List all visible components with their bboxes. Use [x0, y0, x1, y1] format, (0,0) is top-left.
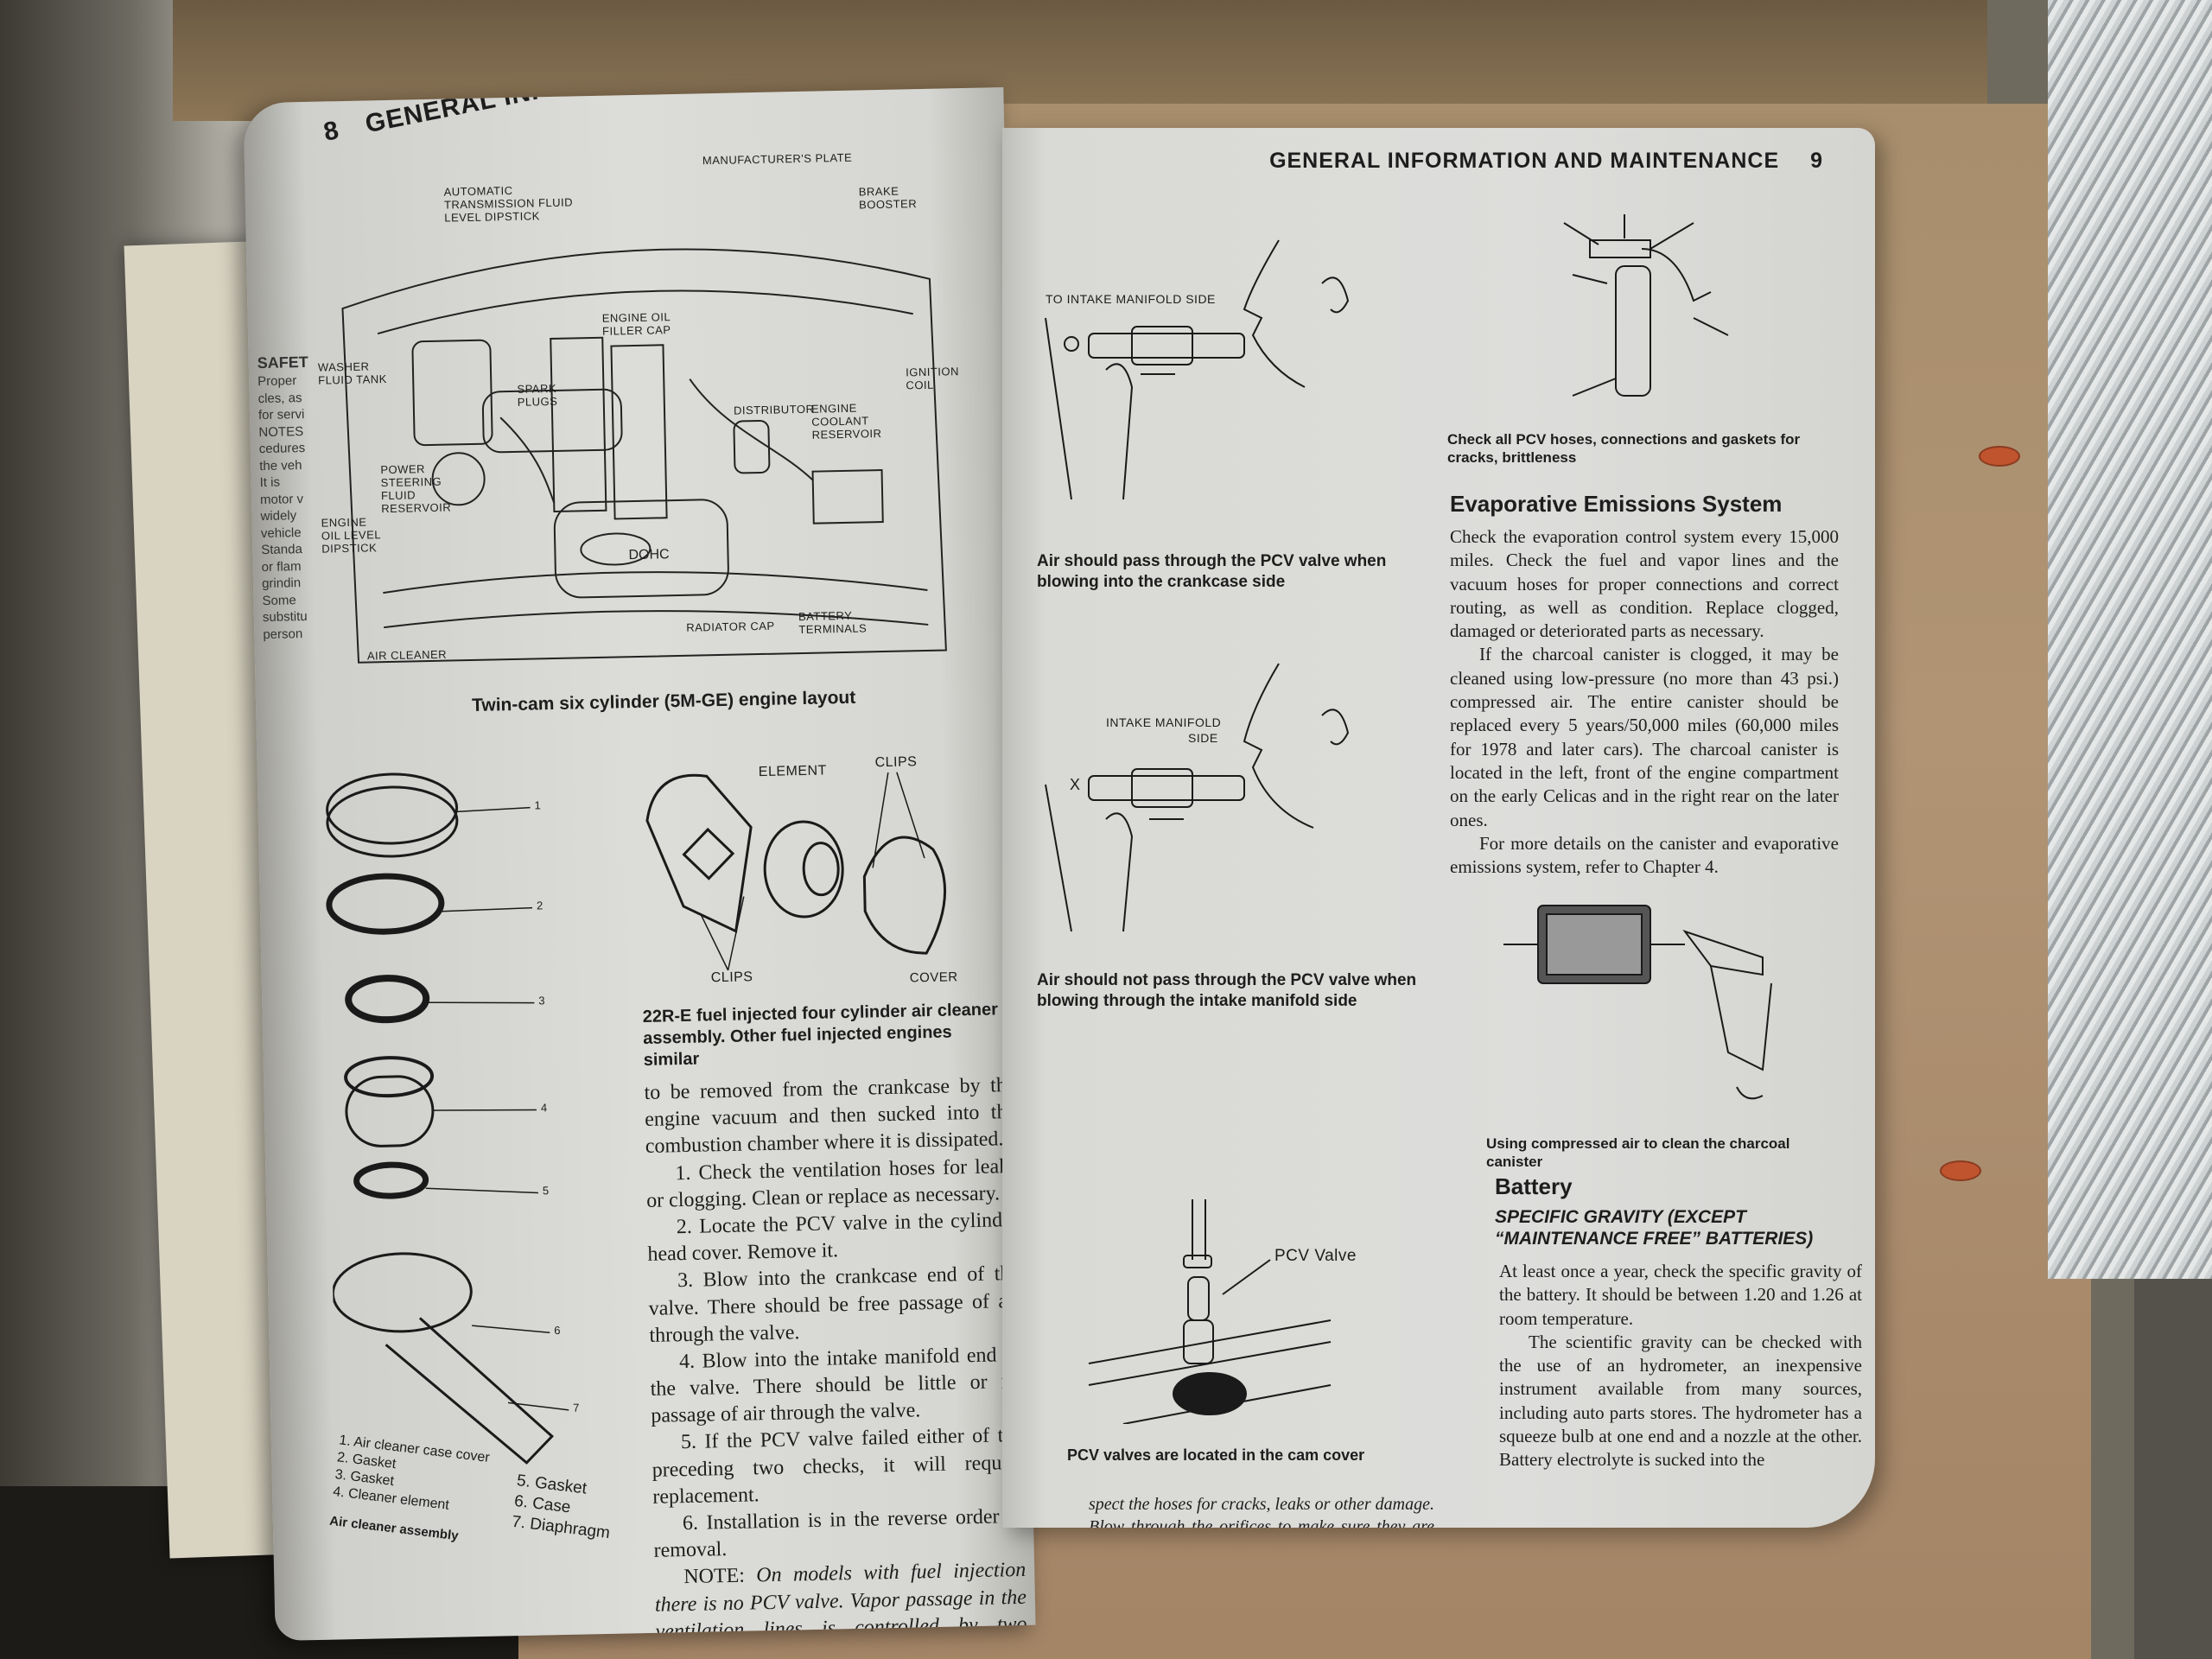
background-dark-corner [2134, 1279, 2212, 1659]
label-power-steering-reservoir: POWER STEERING FLUID RESERVOIR [380, 462, 452, 516]
callout-2: 2 [536, 899, 543, 912]
label-battery-terminals: BATTERY TERMINALS [798, 608, 868, 637]
engine-drawing: DOHC [341, 248, 947, 664]
battery-section-body: At least once a year, check the specific… [1499, 1261, 1862, 1471]
header-title: GENERAL INFORMATION AND MAINTENANCE [1269, 149, 1780, 173]
battery-subsection-title: SPECIFIC GRAVITY (EXCEPT “MAINTENANCE FR… [1495, 1207, 1814, 1249]
pcv-hoses-caption: Check all PCV hoses, connections and gas… [1447, 431, 1801, 467]
callout-5: 5 [542, 1184, 550, 1198]
22re-air-cleaner-drawing [645, 772, 947, 971]
face-blowing-intake-drawing [1045, 663, 1350, 932]
pcv-intake-caption: Air should not pass through the PCV valv… [1037, 971, 1417, 1010]
label-clips-bottom: CLIPS [710, 969, 753, 986]
label-washer-fluid-tank: WASHER FLUID TANK [317, 359, 387, 387]
wood-knot [1940, 1160, 1981, 1181]
air-cleaner-drawing [326, 772, 569, 1465]
label-engine-oil-dipstick: ENGINE OIL LEVEL DIPSTICK [321, 515, 381, 556]
pcv-valve-cam-cover-drawing [1088, 1199, 1332, 1425]
note-label: NOTE: [683, 1565, 746, 1589]
inspect-paragraph: spect the hoses for cracks, leaks or oth… [1089, 1495, 1434, 1528]
22re-figure-caption: 22R-E fuel injected four cylinder air cl… [642, 1000, 999, 1070]
label-to-intake-manifold-side: TO INTAKE MANIFOLD SIDE [1046, 292, 1216, 306]
label-engine-oil-filler-cap: ENGINE OIL FILLER CAP [601, 310, 671, 338]
label-element: ELEMENT [758, 763, 828, 780]
label-ignition-coil: IGNITION COIL [905, 365, 960, 392]
wood-knot [1979, 446, 2020, 467]
page-number: 8 [321, 116, 342, 147]
engine-layout-figure: DOHC MANUFACTURER'S PLATE AUTOMATIC TRAN… [318, 151, 964, 680]
x-mark: X [1070, 776, 1081, 793]
cam-cover-caption: PCV valves are located in the cam cover [1067, 1446, 1365, 1464]
pcv-intake-blow-figure: INTAKE MANIFOLD SIDE X [1037, 646, 1434, 940]
label-air-cleaner: AIR CLEANER [366, 647, 448, 663]
left-page-body-text: to be removed from the crankcase by the … [644, 1072, 1028, 1641]
callout-3: 3 [538, 994, 546, 1007]
label-distributor: DISTRIBUTOR [733, 402, 815, 417]
canister-caption: Using compressed air to clean the charco… [1486, 1135, 1790, 1171]
label-coolant-reservoir: ENGINE COOLANT RESERVOIR [810, 401, 882, 442]
evap-section-title: Evaporative Emissions System [1450, 491, 1783, 517]
label-side: SIDE [1188, 731, 1218, 745]
callout-6: 6 [554, 1324, 562, 1338]
callout-1: 1 [534, 798, 542, 812]
dohc-text: DOHC [628, 547, 669, 563]
evap-section-body: Check the evaporation control system eve… [1450, 526, 1839, 878]
label-radiator-cap: RADIATOR CAP [686, 619, 775, 634]
canister-air-gun-drawing [1503, 905, 1772, 1100]
battery-section-title: Battery [1495, 1173, 1573, 1199]
left-page: 8 GENERAL INFORMATION AND MAINTENANCE SA… [243, 86, 1036, 1642]
pcv-crankcase-caption: Air should pass through the PCV valve wh… [1037, 552, 1387, 591]
air-cleaner-assembly-figure: 1 2 3 4 5 6 7 [321, 753, 623, 1554]
canister-cleaning-figure [1486, 880, 1815, 1104]
label-brake-booster: BRAKE BOOSTER [858, 184, 918, 212]
label-transmission-dipstick: AUTOMATIC TRANSMISSION FLUID LEVEL DIPST… [443, 183, 574, 225]
pcv-hoses-drawing [1563, 214, 1729, 397]
background-plastic-wrap [2048, 0, 2212, 1279]
pcv-crankcase-blow-figure: TO INTAKE MANIFOLD SIDE [1037, 232, 1434, 517]
label-intake-manifold: INTAKE MANIFOLD [1106, 715, 1222, 729]
label-clips-top: CLIPS [874, 754, 918, 771]
label-manufacturers-plate: MANUFACTURER'S PLATE [702, 150, 853, 168]
callout-7: 7 [573, 1401, 581, 1414]
pcv-hoses-figure [1486, 214, 1797, 404]
face-blowing-pcv-drawing [1045, 239, 1350, 500]
engine-figure-caption: Twin-cam six cylinder (5M-GE) engine lay… [471, 687, 856, 716]
page-number: 9 [1810, 149, 1823, 173]
label-spark-plugs: SPARK PLUGS [517, 381, 558, 409]
air-cleaner-22re-figure: ELEMENT CLIPS CLIPS COVER [628, 753, 961, 985]
right-page-header: GENERAL INFORMATION AND MAINTENANCE 9 [1269, 149, 1823, 174]
callout-4: 4 [540, 1101, 548, 1115]
safety-fragment: SAFET Proper cles, as for servi NOTES ce… [257, 353, 308, 642]
label-pcv-valve: PCV Valve [1274, 1247, 1357, 1265]
right-page: GENERAL INFORMATION AND MAINTENANCE 9 TO… [1002, 128, 1875, 1528]
pcv-cam-cover-figure: PCV Valve [1071, 1191, 1382, 1425]
label-cover: COVER [909, 969, 958, 986]
